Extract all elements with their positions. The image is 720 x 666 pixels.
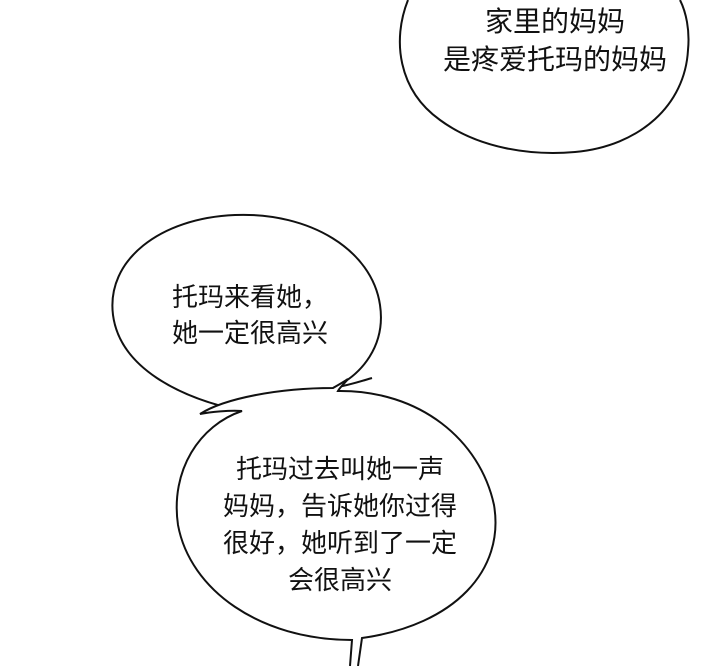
speech-bubble-top-right [398,0,690,154]
speech-bubble-text-bottom: 托玛过去叫她一声 妈妈，告诉她你过得 很好，她听到了一定 会很高兴 [190,452,490,600]
speech-bubble-text-middle-left: 托玛来看她， 她一定很高兴 [130,280,370,352]
bubble-line: 妈妈，告诉她你过得 [222,492,457,522]
speech-bubble-text-top-right: 家里的妈妈 是疼爱托玛的妈妈 [410,3,700,79]
bubble-line: 很好，她听到了一定 [222,529,457,559]
bubble-line: 会很高兴 [287,566,392,596]
bubble-line: 托玛过去叫她一声 [235,455,444,485]
bubble-line: 托玛来看她， [171,283,328,313]
speech-bubble-bottom [175,378,497,666]
bubble-line: 她一定很高兴 [171,319,328,349]
bubble-line: 家里的妈妈 [484,5,625,38]
bubble-line: 是疼爱托玛的妈妈 [442,43,667,76]
